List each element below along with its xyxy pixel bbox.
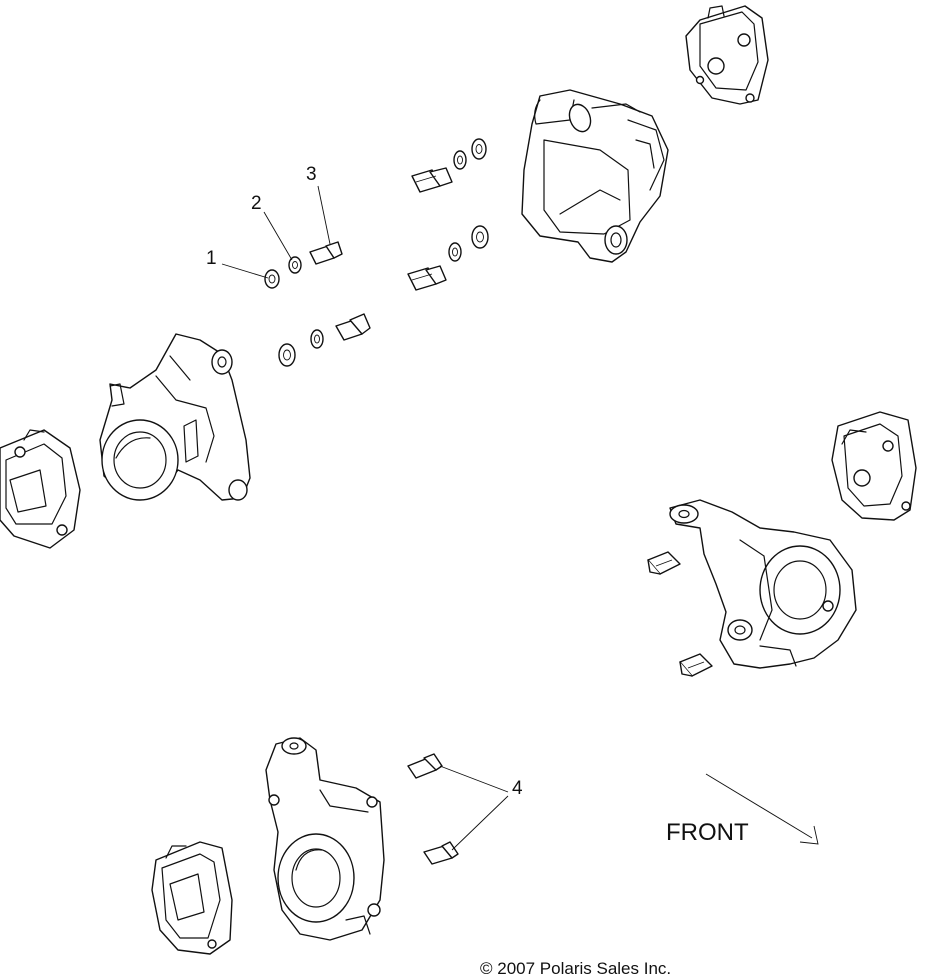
washer-upper-a2: [471, 138, 487, 160]
front-direction-arrow: [705, 773, 819, 845]
bolt-item-4-lower: [423, 841, 459, 865]
bolt-mid: [335, 313, 371, 341]
callout-4: 4: [512, 778, 523, 799]
brake-caliper-right: [831, 411, 917, 521]
washer-upper-b1: [448, 242, 462, 262]
washer-mid-1: [278, 343, 296, 367]
leader-lines: [221, 185, 509, 851]
brake-caliper-bottom: [151, 841, 233, 955]
bolt-item-3: [309, 241, 343, 265]
bolt-item-4-upper: [407, 753, 443, 779]
callout-3: 3: [306, 164, 317, 185]
callout-2: 2: [251, 193, 262, 214]
callout-1: 1: [206, 248, 217, 269]
copyright-text: © 2007 Polaris Sales Inc.: [480, 959, 671, 978]
washer-item-1: [264, 269, 280, 289]
hub-upright-top: [521, 89, 669, 263]
bolt-right-lower: [679, 653, 713, 677]
washer-upper-a1: [453, 150, 467, 170]
bolt-upper-a: [411, 167, 453, 193]
steering-knuckle-right: [669, 499, 857, 669]
brake-caliper-top-right: [685, 5, 769, 105]
washer-mid-2: [310, 329, 324, 349]
front-label: FRONT: [666, 819, 749, 846]
washer-upper-b2: [471, 225, 489, 249]
washer-item-2: [288, 256, 302, 274]
steering-knuckle-bottom: [265, 737, 385, 941]
bolt-upper-b: [407, 265, 447, 291]
bolt-right-upper: [647, 551, 681, 575]
brake-caliper-left: [0, 429, 81, 549]
hub-upright-left: [99, 333, 251, 501]
